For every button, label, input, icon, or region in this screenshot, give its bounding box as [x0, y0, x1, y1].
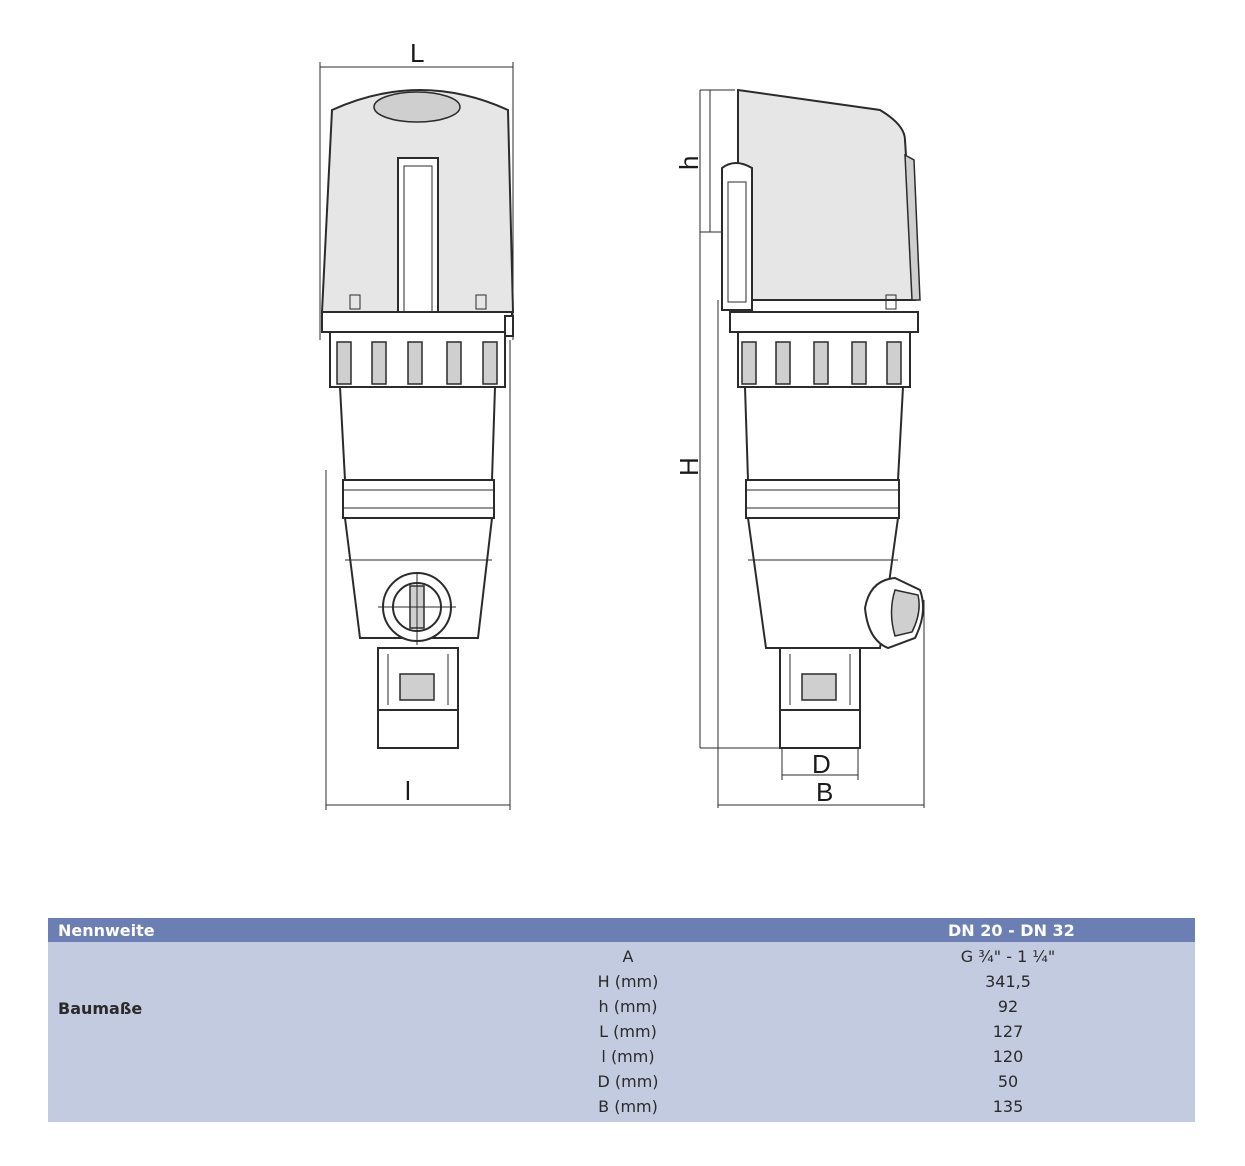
row-value: 50	[997, 1072, 1019, 1091]
row-key: L (mm)	[599, 1022, 657, 1041]
dim-label-D: D	[812, 749, 831, 779]
group-label-baumasse: Baumaße	[58, 999, 143, 1018]
dim-label-L: L	[410, 38, 424, 68]
dim-label-h: h	[674, 156, 704, 170]
table-body: Baumaße A G ¾" - 1 ¼" H (mm) 341,5 h (mm…	[48, 942, 1195, 1122]
table-row: h (mm) 92	[48, 994, 1195, 1019]
row-key: A	[622, 947, 634, 966]
table-row: A G ¾" - 1 ¼"	[48, 944, 1195, 969]
row-key: H (mm)	[597, 972, 659, 991]
row-value: 120	[992, 1047, 1024, 1066]
table-row: D (mm) 50	[48, 1069, 1195, 1094]
specification-table: Nennweite DN 20 - DN 32 Baumaße A G ¾" -…	[48, 918, 1195, 1122]
row-key: l (mm)	[601, 1047, 655, 1066]
table-row: H (mm) 341,5	[48, 969, 1195, 994]
row-key: B (mm)	[598, 1097, 658, 1116]
row-value: 135	[992, 1097, 1024, 1116]
technical-drawing: L	[319, 38, 925, 810]
dim-label-H: H	[674, 457, 704, 476]
row-key: h (mm)	[598, 997, 658, 1016]
dim-label-B: B	[816, 777, 833, 807]
row-value: 341,5	[985, 972, 1031, 991]
dim-label-l: l	[405, 776, 411, 806]
table-header: Nennweite DN 20 - DN 32	[48, 918, 1195, 942]
table-row: B (mm) 135	[48, 1094, 1195, 1119]
row-value: 92	[997, 997, 1019, 1016]
table-row: L (mm) 127	[48, 1019, 1195, 1044]
row-key: D (mm)	[597, 1072, 659, 1091]
side-view: h H D	[674, 88, 925, 808]
row-value: G ¾" - 1 ¼"	[960, 947, 1056, 966]
row-value: 127	[992, 1022, 1024, 1041]
front-view: L	[319, 38, 515, 810]
header-nennweite: Nennweite	[58, 921, 155, 940]
header-dn-range: DN 20 - DN 32	[948, 921, 1075, 940]
table-row: l (mm) 120	[48, 1044, 1195, 1069]
